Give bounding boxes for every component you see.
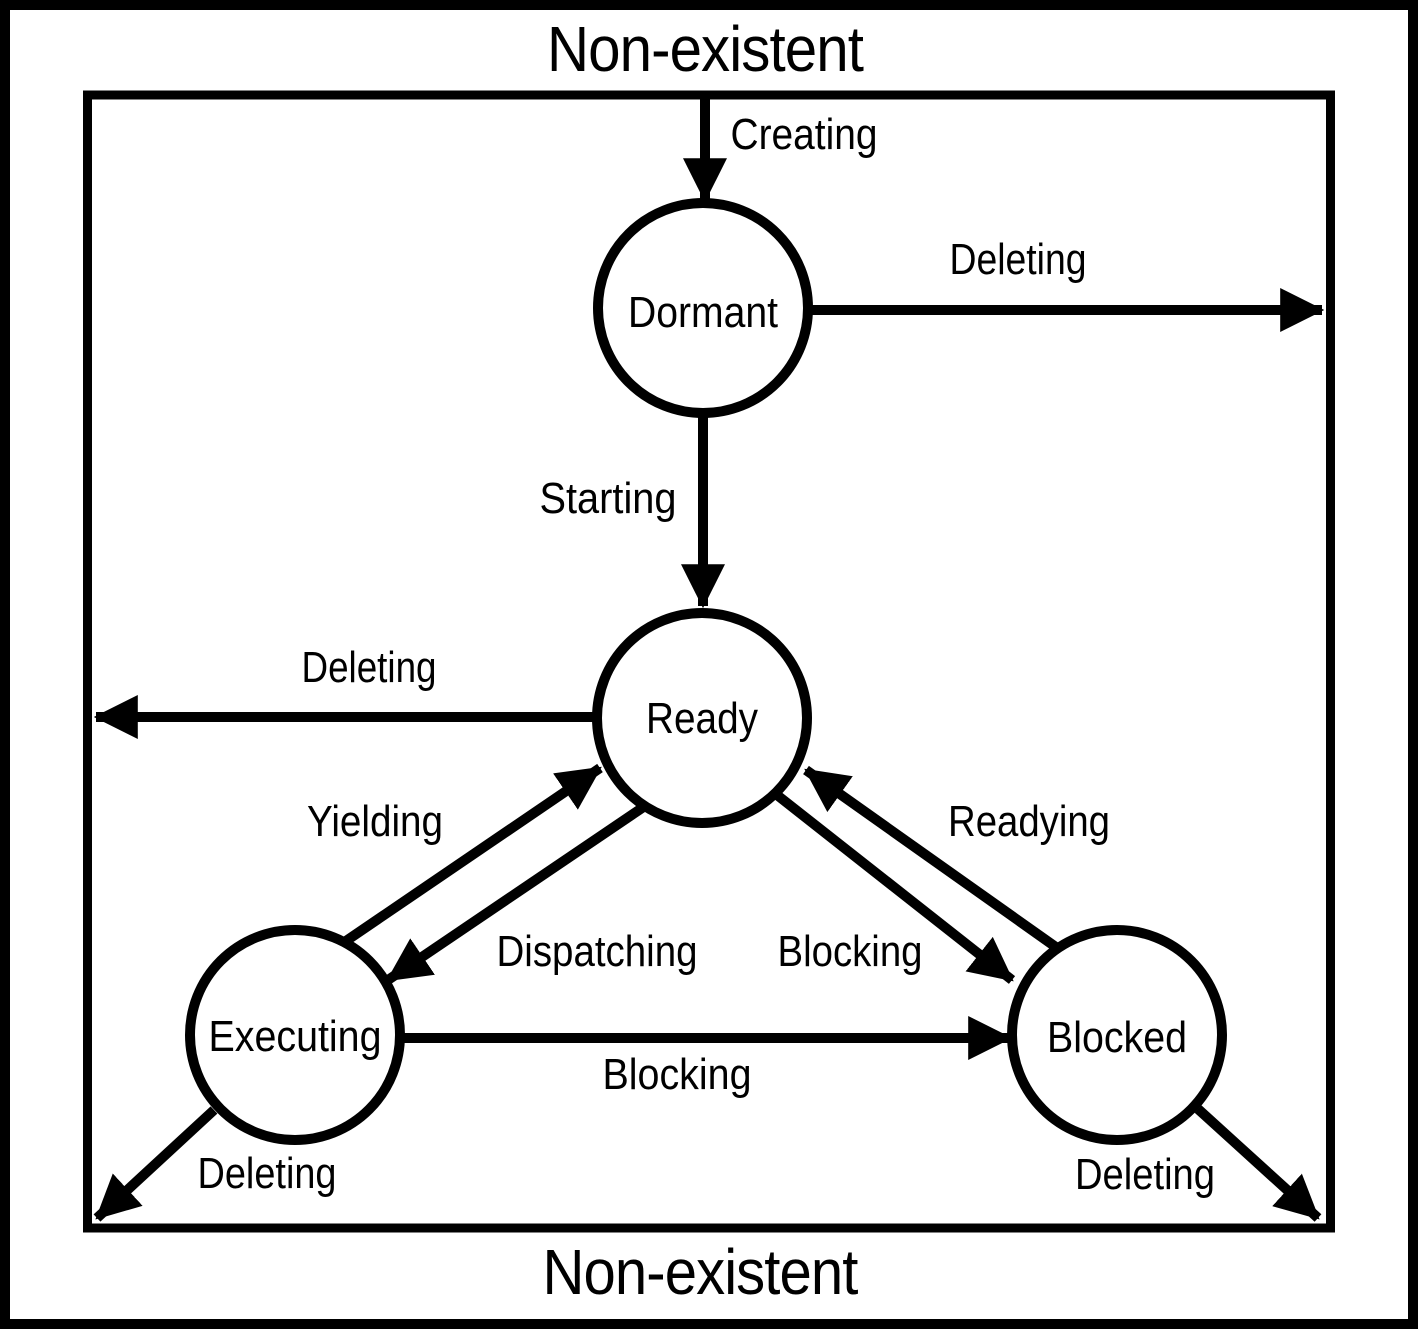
transition-starting-label: Starting: [540, 474, 677, 523]
transition-creating-label: Creating: [731, 110, 878, 159]
state-ready-label: Ready: [646, 694, 758, 743]
transition-deleting-from-blocked-arrow: [1194, 1105, 1322, 1222]
state-ready-circle: [592, 608, 812, 828]
transition-deleting-from-ready-label: Deleting: [302, 643, 437, 692]
state-dormant-circle: [593, 198, 813, 418]
transition-readying-label: Readying: [948, 797, 1110, 846]
transition-deleting-from-blocked-label: Deleting: [1075, 1150, 1215, 1199]
transition-deleting-from-dormant-label: Deleting: [950, 235, 1087, 284]
transition-blocking-from-ready-label: Blocking: [778, 927, 923, 976]
transition-dispatching-label: Dispatching: [497, 927, 698, 976]
transition-dispatching-arrow: [385, 801, 648, 985]
transition-blocking-from-ready-arrow: [773, 791, 1016, 984]
state-executing-circle: [185, 925, 405, 1145]
state-executing-label: Executing: [209, 1012, 382, 1061]
transition-yielding-arrow: [340, 763, 603, 948]
labels-layer: CreatingDeletingStartingDeletingYielding…: [198, 110, 1216, 1199]
non-existent-label-bottom: Non-existent: [543, 1236, 859, 1308]
transitions-layer: [93, 95, 1325, 1222]
transition-deleting-from-executing-arrow: [93, 1106, 218, 1222]
state-blocked-label: Blocked: [1047, 1013, 1187, 1062]
transition-blocking-from-executing-label: Blocking: [603, 1050, 752, 1099]
non-existent-label-top: Non-existent: [547, 13, 864, 85]
transition-readying-arrow: [803, 765, 1063, 955]
state-dormant-label: Dormant: [628, 288, 778, 337]
transition-yielding-label: Yielding: [307, 797, 443, 846]
state-blocked-circle: [1007, 925, 1227, 1145]
transition-deleting-from-executing-label: Deleting: [198, 1149, 337, 1198]
states-layer: [185, 198, 1227, 1145]
